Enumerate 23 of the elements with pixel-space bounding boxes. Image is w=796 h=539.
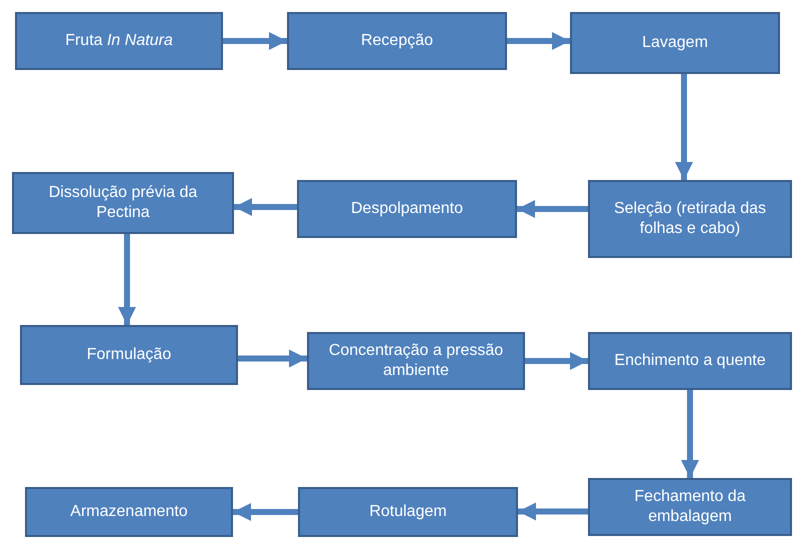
process-box: Recepção [287, 12, 507, 70]
process-box: Formulação [20, 325, 238, 385]
arrow [518, 502, 588, 520]
arrow [234, 198, 297, 216]
process-box: Rotulagem [298, 487, 518, 537]
arrow [238, 350, 307, 368]
arrow [517, 200, 588, 218]
process-box: Seleção (retirada das folhas e cabo) [588, 180, 792, 258]
arrow [681, 390, 699, 478]
arrow [118, 234, 136, 325]
process-box: Fruta In Natura [15, 12, 223, 70]
process-box: Lavagem [570, 12, 780, 74]
process-box: Despolpamento [297, 180, 517, 238]
process-box: Armazenamento [25, 487, 233, 537]
arrow [675, 74, 693, 180]
arrow [507, 32, 570, 50]
process-box: Dissolução prévia da Pectina [12, 172, 234, 234]
arrow [525, 352, 588, 370]
arrow [223, 32, 287, 50]
process-box: Fechamento da embalagem [588, 478, 792, 536]
process-box: Concentração a pressão ambiente [307, 332, 525, 390]
process-box: Enchimento a quente [588, 332, 792, 390]
arrow [233, 503, 298, 521]
